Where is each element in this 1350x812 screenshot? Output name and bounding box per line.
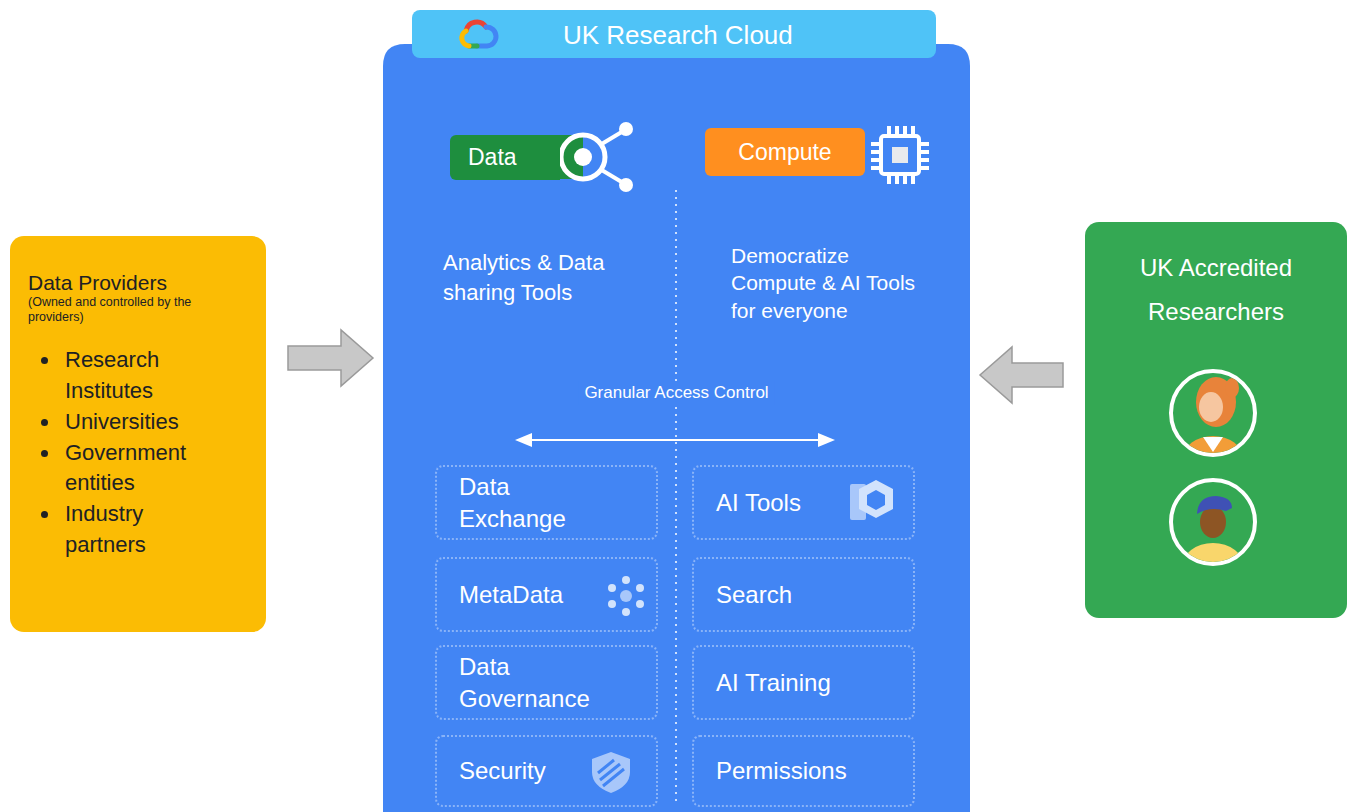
chip-core bbox=[892, 147, 908, 163]
cloud-platform: UK Research CloudAnalytics & Data sharin… bbox=[383, 10, 970, 812]
avatar-hat bbox=[1197, 496, 1232, 514]
column-caption: Democratize Compute & AI Tools for every… bbox=[731, 242, 919, 324]
service-tile: MetaData bbox=[435, 557, 658, 632]
provider-box: Data Providers(Owned and controlled by t… bbox=[10, 236, 266, 632]
researcher-box: UK Accredited Researchers bbox=[1085, 222, 1347, 618]
divider-line bbox=[675, 190, 677, 805]
icon-dot bbox=[622, 608, 630, 616]
icon-part bbox=[867, 490, 885, 510]
service-tile: Data Governance bbox=[435, 645, 658, 720]
avatar-woman bbox=[1171, 371, 1255, 480]
avatar-collar bbox=[1203, 437, 1223, 452]
access-arrow-line bbox=[530, 439, 820, 441]
tab-title: UK Research Cloud bbox=[563, 10, 793, 60]
shield-body bbox=[592, 752, 630, 793]
box-label: Search bbox=[716, 579, 866, 610]
box-label: MetaData bbox=[459, 579, 589, 610]
logo-arc bbox=[466, 22, 486, 31]
arrow-head bbox=[515, 433, 532, 447]
avatar-face bbox=[1199, 392, 1223, 422]
box-label: Data Exchange bbox=[459, 471, 589, 533]
column-caption: Analytics & Data sharing Tools bbox=[443, 248, 658, 307]
avatar-face bbox=[1200, 506, 1226, 538]
compute-pill: Compute bbox=[705, 128, 865, 176]
metadata-icon bbox=[608, 576, 644, 616]
icon-dot bbox=[608, 600, 616, 608]
icon-dot bbox=[620, 590, 632, 602]
avatar-body bbox=[1182, 543, 1244, 591]
list-item: Research Institutes bbox=[65, 345, 225, 407]
icon-core bbox=[574, 148, 592, 166]
access-label: Granular Access Control bbox=[578, 381, 774, 405]
box-label: Compute bbox=[738, 139, 831, 166]
list-item: Universities bbox=[65, 407, 225, 438]
icon-dot bbox=[636, 600, 644, 608]
chip-icon bbox=[871, 126, 929, 184]
block-arrow bbox=[980, 347, 1063, 403]
data-icon bbox=[558, 122, 633, 192]
box-label: AI Tools bbox=[716, 487, 866, 518]
shield-stripes bbox=[598, 760, 624, 786]
box-label: AI Training bbox=[716, 667, 866, 698]
service-tile: AI Training bbox=[692, 645, 915, 720]
provider-panel bbox=[10, 236, 266, 632]
cloud-logo bbox=[462, 22, 496, 46]
logo-arc bbox=[477, 27, 496, 46]
box-label: Permissions bbox=[716, 755, 866, 786]
icon-part bbox=[859, 480, 893, 518]
block-arrow bbox=[288, 330, 373, 386]
box-label: UK Accredited Researchers bbox=[1111, 246, 1321, 335]
avatar-ring bbox=[1171, 371, 1255, 455]
service-tile: Search bbox=[692, 557, 915, 632]
icon-dot bbox=[636, 584, 644, 592]
ai-tools-icon bbox=[850, 480, 893, 520]
avatar-man bbox=[1171, 480, 1255, 591]
list-item: Government entities bbox=[65, 438, 225, 500]
data-pill: Data bbox=[450, 135, 560, 180]
box-subtitle: (Owned and controlled by the providers) bbox=[28, 295, 243, 325]
cloud-panel bbox=[383, 44, 970, 812]
avatar-body bbox=[1183, 436, 1243, 480]
icon-dot bbox=[622, 576, 630, 584]
box-label: Data bbox=[468, 144, 517, 171]
box-heading: Data Providers bbox=[28, 270, 248, 295]
shield-icon bbox=[592, 752, 630, 793]
researcher-panel bbox=[1085, 222, 1347, 618]
icon-dot bbox=[608, 584, 616, 592]
arrow-head bbox=[818, 433, 835, 447]
chip-body bbox=[881, 136, 919, 174]
chip-pins bbox=[871, 126, 929, 184]
box-label: Data Governance bbox=[459, 651, 589, 713]
avatar-hair bbox=[1225, 378, 1239, 398]
list-item: Industry partners bbox=[65, 499, 225, 561]
box-label: Security bbox=[459, 755, 589, 786]
icon-dot bbox=[619, 122, 633, 136]
service-tile: Data Exchange bbox=[435, 465, 658, 540]
service-tile: Permissions bbox=[692, 735, 915, 807]
service-tile: AI Tools bbox=[692, 465, 915, 540]
icon-ring bbox=[561, 135, 605, 179]
logo-arc bbox=[462, 31, 469, 46]
icon-dot bbox=[619, 178, 633, 192]
service-tile: Security bbox=[435, 735, 658, 807]
